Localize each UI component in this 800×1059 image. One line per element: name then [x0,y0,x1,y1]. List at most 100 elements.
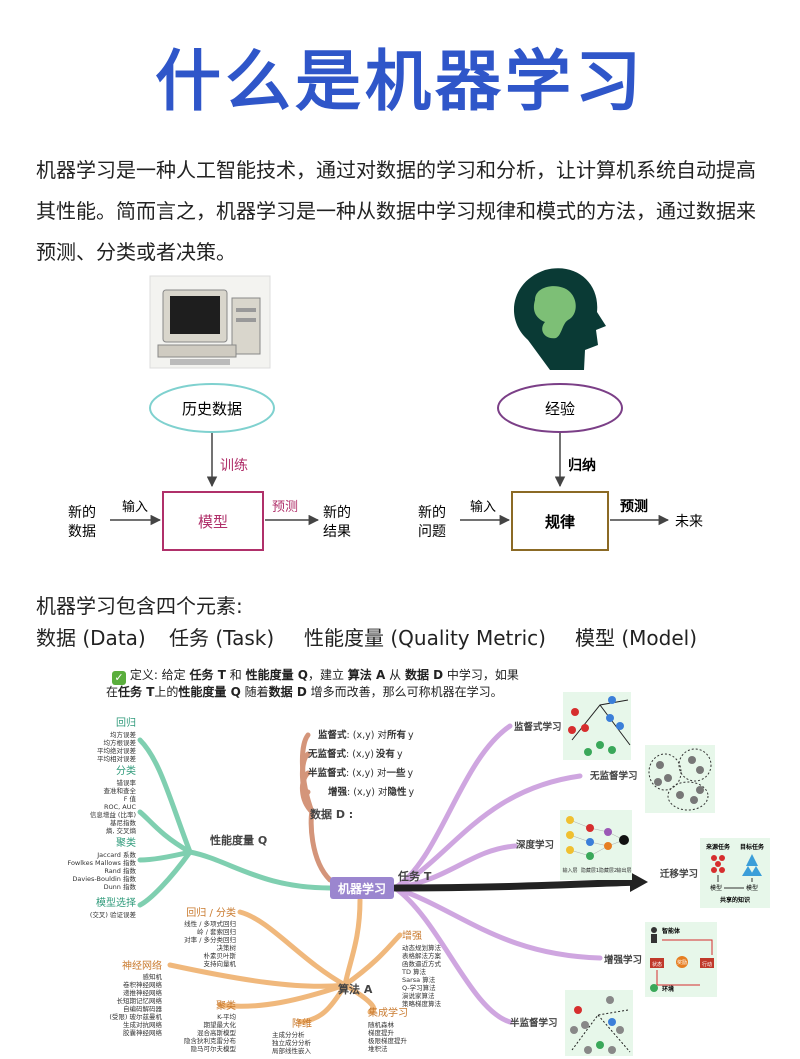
data-branch-label: 数据 D : [310,807,353,821]
algo-item: TD 算法 [401,967,427,976]
perf-item: 均方误差 [110,730,137,739]
perf-item: 平均相对误差 [97,754,137,763]
perf-item: Rand 指数 [104,866,136,875]
perf-item: Fowlkes Mallows 指数 [67,858,136,867]
element-quality-metric: 性能度量 (Quality Metric) [304,626,546,650]
algo-item: 对率 / 多分类回归 [184,935,236,944]
algo-item: 生成对抗网络 [123,1020,163,1029]
deep-layer-label: 隐藏层1 [581,867,599,874]
new-result-a: 新的 [323,505,351,521]
algo-group-head: 集成学习 [368,1006,408,1019]
task-branch-label: 任务 T [397,869,432,883]
algo-item: 演说家算法 [402,991,435,1000]
def-algo: 算法 A [347,668,386,682]
transfer-model: 模型 [746,884,758,892]
input-label-right: 输入 [470,499,496,515]
ml-vs-human-figure: 历史数据 训练 模型 输入 新的 数据 预测 新的 结果 经验 归纳 规律 输入… [68,268,703,551]
intro-paragraph: 机器学习是一种人工智能技术，通过对数据的学习和分析，让计算机系统自动提高其性能。… [36,158,756,264]
perf-item: 均方根误差 [104,738,137,747]
perf-item: 基尼指数 [110,818,137,827]
deep-learning-thumbnail: 输入层 隐藏层1 隐藏层2 输出层 [560,810,632,880]
algo-item: 岭 / 套索回归 [197,927,236,936]
rl-state: 状态 [652,961,662,968]
page-title: 什么是机器学习 [155,43,645,120]
history-data-cloud [149,383,275,433]
task-unsupervised: 无监督学习 [589,770,638,782]
task-transfer: 迁移学习 [660,868,698,880]
algo-item: 混合高斯模型 [197,1028,237,1037]
algo-item: 支持向量机 [204,959,237,968]
algo-item: 函数逼近方式 [402,959,442,968]
transfer-learning-thumbnail: 来源任务 目标任务 模型 模型 共享的知识 [700,838,770,908]
semi-supervised-thumbnail [565,990,633,1056]
predict-label-left: 预测 [272,500,298,515]
new-data-b: 数据 [68,524,96,540]
deep-layer-label: 输入层 [562,867,577,874]
element-data: 数据 (Data) [36,626,146,650]
perf-item: 查准和查全 [104,786,137,795]
algo-group-head: 神经网络 [122,959,162,972]
rule-box [511,491,609,551]
reinforcement-thumbnail: 智能体 状态 奖励 行动 环境 [645,922,717,997]
algo-item: 朴素贝叶斯 [204,951,237,960]
perf-item: 平均绝对误差 [97,746,137,755]
algo-item: 卷积神经网络 [123,980,163,989]
center-node [330,877,394,899]
experience-cloud [497,383,623,433]
perf-item: F 值 [124,794,137,803]
rule-box-label: 规律 [545,513,575,531]
rl-action: 行动 [702,961,712,968]
new-result-b: 结果 [323,524,351,540]
task-semi-supervised: 半监督学习 [510,1017,558,1029]
predict-label-right: 预测 [620,498,648,515]
transfer-shared: 共享的知识 [720,896,750,904]
algo-item: 隐含狄利克雷分布 [184,1036,237,1045]
element-model: 模型 (Model) [575,626,698,650]
algo-item: 表格解法方案 [402,951,442,960]
perf-item: (交叉) 验证误差 [90,910,137,919]
perf-item: Davies-Bouldin 指数 [72,874,136,883]
input-label-left: 输入 [122,499,148,515]
computer-icon [149,275,271,369]
algo-group-head: 降维 [292,1017,312,1030]
perf-item: 错误率 [117,778,137,787]
def-text: 和 [229,668,242,682]
algo-item: 随机森林 [368,1020,395,1029]
induce-label: 归纳 [568,457,596,474]
perf-branch-label: 性能度量 Q [210,833,267,847]
algo-item: 递推神经网络 [123,988,163,997]
unsupervised-thumbnail [645,745,715,813]
task-deep: 深度学习 [516,839,554,851]
task-supervised: 监督式学习 [514,721,562,733]
experience-label: 经验 [545,400,575,418]
algo-item: 策略梯度算法 [402,999,442,1008]
check-icon: ✓ [112,671,126,685]
perf-item: Jaccard 系数 [96,850,136,859]
transfer-model: 模型 [710,884,722,892]
train-label: 训练 [220,458,248,474]
perf-item: 熵, 交叉熵 [106,826,137,835]
perf-item: 信息增益 (比率) [90,810,136,819]
algo-group-head: 增强 [402,929,422,942]
algo-item: Sarsa 算法 [402,975,436,984]
perf-group-head: 模型选择 [96,896,136,909]
def-text: 从 [389,668,402,682]
def-text: 在 [106,685,119,699]
future-label: 未来 [675,514,703,530]
algo-item: 独立成分分析 [272,1038,312,1047]
def-text: 增多而改善，那么可称机器在学习。 [310,685,503,699]
deep-layer-label: 输出层 [616,867,631,874]
algo-branch-label: 算法 A [337,982,373,996]
ml-mindmap: 机器学习 性能度量 Q 任务 T 数据 D : 算法 A 监督式: (x,y) … [67,692,770,1056]
algo-item: 感知机 [143,972,163,981]
def-task: 任务 T [118,685,155,699]
definition-line-2: 在任务 T上的性能度量 Q 随着数据 D 增多而改善，那么可称机器在学习。 [106,684,503,701]
perf-group-head: 聚类 [116,836,136,849]
def-text: 中学习，如果 [446,668,519,682]
def-text: ，建立 [307,668,344,682]
algo-item: K-平均 [217,1012,236,1021]
definition-line-1: ✓ 定义: 给定 任务 T 和 性能度量 Q，建立 算法 A 从 数据 D 中学… [112,667,519,685]
algo-item: 主成分分析 [272,1030,305,1039]
